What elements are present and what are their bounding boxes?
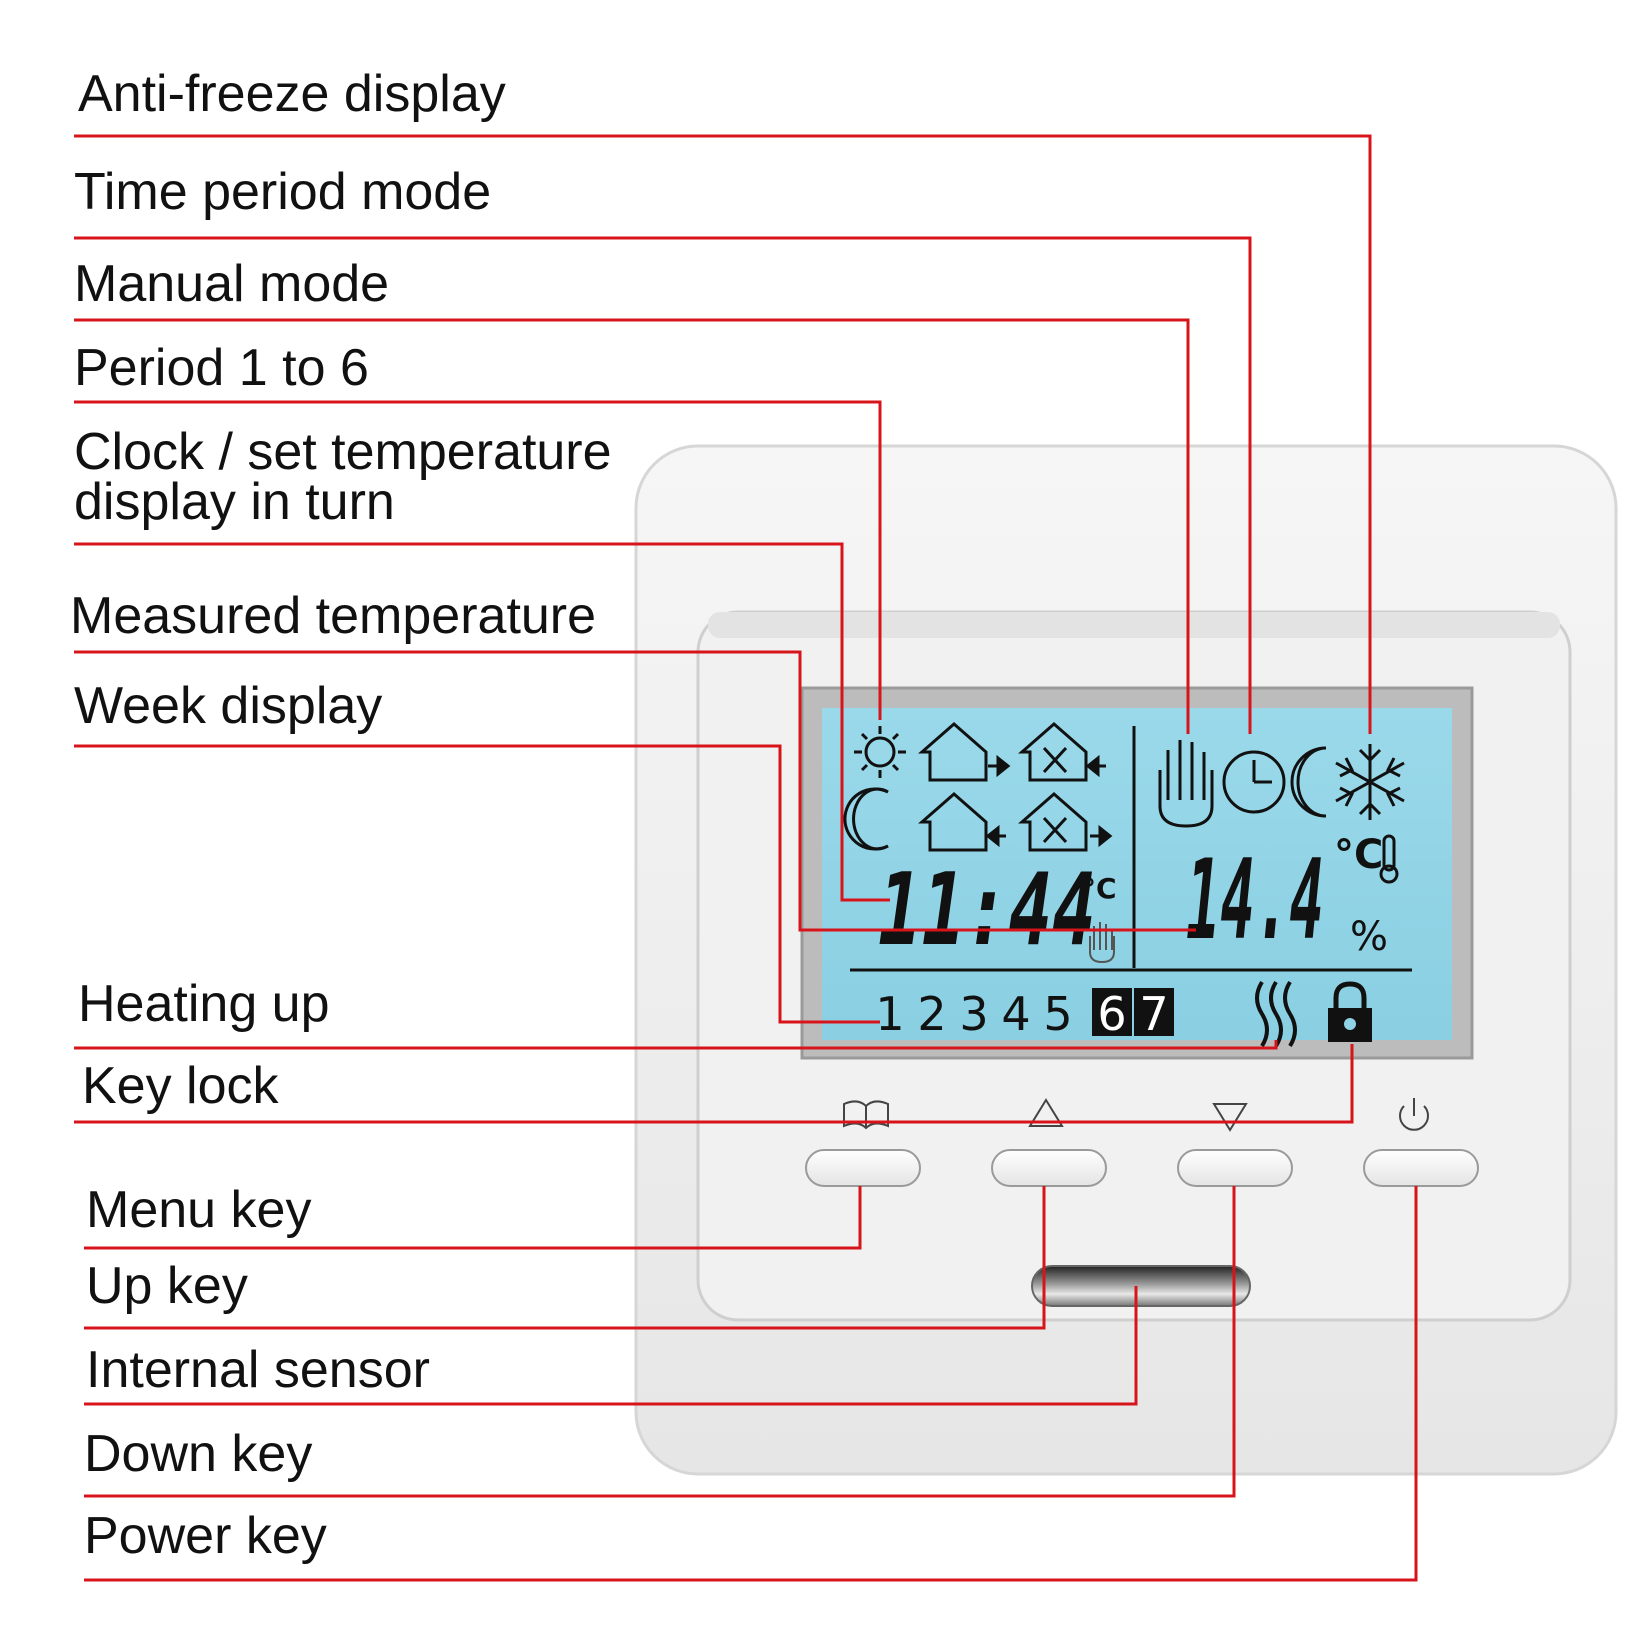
snowflake-icon (1335, 744, 1405, 820)
dining-house-out-icon (1018, 792, 1113, 852)
label-internal-sensor: Internal sensor (86, 1341, 430, 1399)
lcd-clock-unit: °C (1082, 872, 1117, 905)
leader-down-key (84, 1186, 1236, 1498)
lock-icon (1328, 981, 1372, 1042)
label-measured-temperature: Measured temperature (70, 587, 597, 645)
leader-up-key (84, 1186, 1046, 1330)
down-triangle-icon (1212, 1103, 1248, 1132)
internal-sensor-slot (1031, 1265, 1251, 1307)
leader-week (74, 744, 880, 1024)
menu-key-button[interactable] (805, 1149, 921, 1187)
week-day-6: 6 (1097, 987, 1126, 1041)
manual-hand-icon (1158, 740, 1214, 828)
label-manual-mode: Manual mode (74, 255, 390, 313)
small-hand-icon (1089, 922, 1115, 964)
heating-icon (1255, 980, 1297, 1048)
week-day-highlight (1092, 988, 1132, 1036)
label-period: Period 1 to 6 (74, 339, 369, 397)
leader-time-period (74, 236, 1252, 734)
label-clock-line2: display in turn (74, 473, 395, 531)
leader-menu-key (84, 1186, 862, 1250)
leader-anti-freeze (74, 134, 1372, 734)
power-icon (1399, 1098, 1429, 1131)
week-day-1: 1 (875, 987, 904, 1041)
leader-internal-sensor (84, 1286, 1138, 1406)
label-time-period-mode: Time period mode (74, 163, 492, 221)
week-day-7: 7 (1139, 987, 1168, 1041)
label-up-key: Up key (86, 1257, 248, 1315)
label-clock-line1: Clock / set temperature (74, 423, 612, 481)
label-down-key: Down key (84, 1425, 313, 1483)
house-leave-icon (918, 722, 1011, 782)
thermometer-icon (1379, 834, 1399, 884)
moon-large-icon (1290, 746, 1327, 818)
label-anti-freeze: Anti-freeze display (78, 65, 506, 123)
leader-measured (74, 650, 1196, 932)
label-power-key: Power key (84, 1507, 327, 1565)
book-icon (843, 1100, 889, 1130)
week-day-3: 3 (959, 987, 988, 1041)
label-menu-key: Menu key (86, 1181, 312, 1239)
up-key-button[interactable] (991, 1149, 1107, 1187)
lcd-humidity-unit: % (1350, 914, 1388, 960)
leader-key-lock (74, 1044, 1354, 1124)
leader-clock (74, 542, 890, 902)
label-key-lock: Key lock (82, 1057, 279, 1115)
dining-house-in-icon (1018, 722, 1106, 782)
leader-manual-mode (74, 318, 1190, 734)
down-key-button[interactable] (1177, 1149, 1293, 1187)
sun-icon (854, 726, 906, 778)
lcd-clock-value: 11:44 (878, 851, 1096, 968)
clock-icon (1222, 750, 1286, 814)
leader-period (74, 400, 882, 720)
lcd-measured-unit: °C (1334, 832, 1383, 878)
leader-heating (74, 1040, 1278, 1050)
up-triangle-icon (1028, 1098, 1064, 1127)
moon-icon (843, 787, 889, 851)
leader-lines (74, 134, 1418, 1582)
house-return-icon (918, 792, 1006, 852)
week-day-highlight (1134, 988, 1174, 1036)
label-week-display: Week display (74, 677, 383, 735)
leader-power-key (84, 1186, 1418, 1582)
week-day-2: 2 (917, 987, 946, 1041)
label-heating-up: Heating up (78, 975, 330, 1033)
week-day-4: 4 (1001, 987, 1030, 1041)
week-day-5: 5 (1043, 987, 1072, 1041)
lcd-measured-value: 14.4 (1186, 836, 1324, 964)
power-key-button[interactable] (1363, 1149, 1479, 1187)
